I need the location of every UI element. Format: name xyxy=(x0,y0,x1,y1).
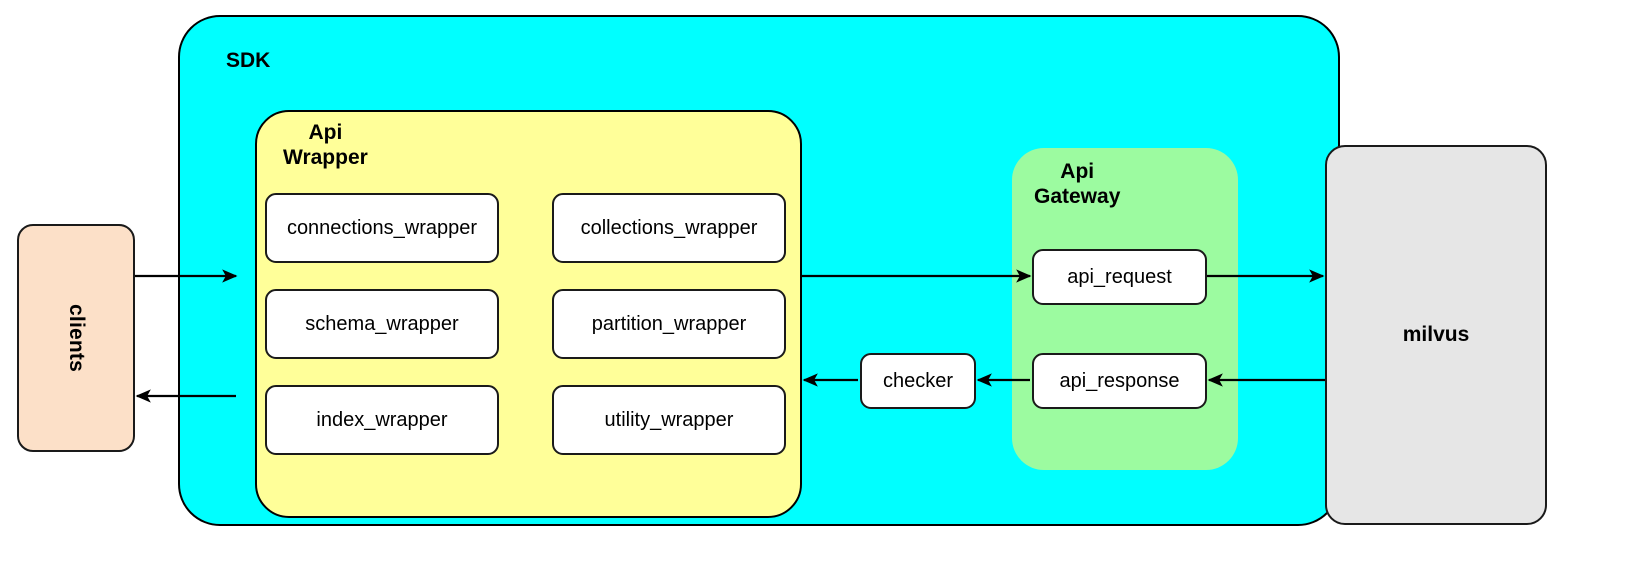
container-api-gateway[interactable]: Api Gateway xyxy=(1012,148,1238,470)
clients-label: clients xyxy=(65,304,88,372)
node-api-request[interactable]: api_request xyxy=(1032,249,1207,305)
api-wrapper-label-line2: Wrapper xyxy=(283,145,368,169)
api-wrapper-label-line1: Api xyxy=(308,121,343,144)
api-gateway-label-line2: Gateway xyxy=(1034,184,1121,208)
node-utility-wrapper[interactable]: utility_wrapper xyxy=(552,385,786,455)
api-wrapper-label: Api Wrapper xyxy=(283,121,368,171)
node-schema-wrapper[interactable]: schema_wrapper xyxy=(265,289,499,359)
api-gateway-label: Api Gateway xyxy=(1034,160,1120,210)
node-collections-wrapper[interactable]: collections_wrapper xyxy=(552,193,786,263)
api-gateway-label-line1: Api xyxy=(1060,160,1095,183)
node-milvus[interactable]: milvus xyxy=(1325,145,1547,525)
node-checker[interactable]: checker xyxy=(860,353,976,409)
node-connections-wrapper[interactable]: connections_wrapper xyxy=(265,193,499,263)
node-clients[interactable]: clients xyxy=(17,224,135,452)
sdk-label: SDK xyxy=(226,49,271,72)
node-partition-wrapper[interactable]: partition_wrapper xyxy=(552,289,786,359)
node-api-response[interactable]: api_response xyxy=(1032,353,1207,409)
node-index-wrapper[interactable]: index_wrapper xyxy=(265,385,499,455)
